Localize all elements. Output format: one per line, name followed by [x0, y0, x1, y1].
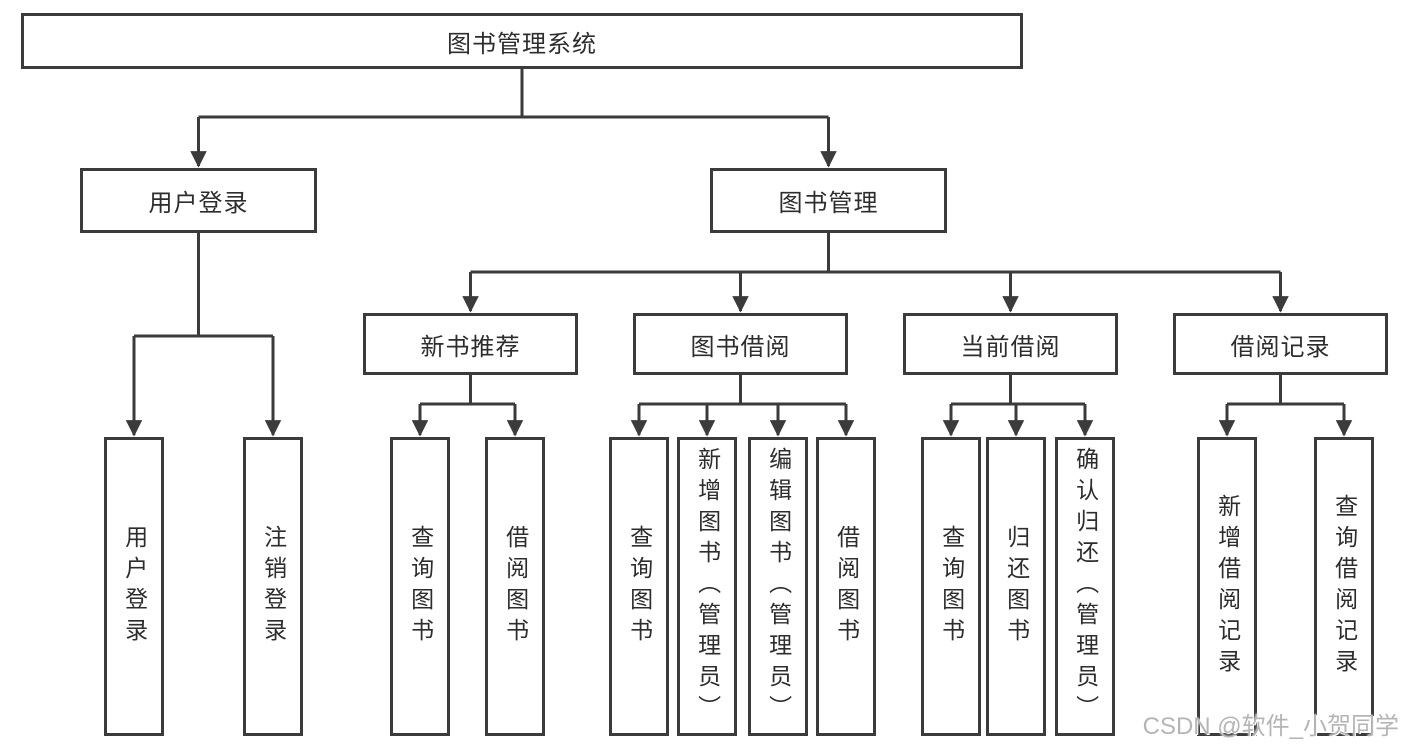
leaf-query-books-recommend: 查询图书: [390, 437, 450, 736]
leaf-label: 借阅图书: [502, 524, 529, 649]
leaf-query-books-current: 查询图书: [921, 437, 981, 736]
leaf-add-borrow-record: 新增借阅记录: [1197, 437, 1257, 736]
leaf-query-books-borrow: 查询图书: [609, 437, 669, 736]
node-label: 图书管理: [778, 190, 879, 217]
node-label: 当前借阅: [960, 333, 1061, 361]
connector-trunks: [134, 69, 1344, 406]
leaf-label: 查询借阅记录: [1331, 493, 1358, 680]
leaf-label: 查询图书: [626, 524, 653, 649]
leaf-user-login: 用户登录: [104, 437, 164, 736]
leaf-borrow-books-borrow: 借阅图书: [816, 437, 876, 736]
node-library-management-system: 图书管理系统: [21, 13, 1023, 69]
csdn-watermark: CSDN @软件_小贺同学: [1142, 713, 1399, 740]
leaf-edit-books-admin: 编辑图书（管理员）: [748, 437, 808, 736]
leaf-label: 借阅图书: [833, 524, 860, 649]
node-label: 借阅记录: [1230, 333, 1331, 361]
leaf-borrow-books-recommend: 借阅图书: [485, 437, 545, 736]
node-label: 图书借阅: [690, 333, 791, 361]
leaf-query-borrow-record: 查询借阅记录: [1314, 437, 1374, 736]
node-current-borrowing: 当前借阅: [903, 313, 1118, 375]
node-borrowing-records: 借阅记录: [1173, 313, 1388, 375]
leaf-label: 新增图书（管理员）: [694, 447, 721, 726]
leaf-add-books-admin: 新增图书（管理员）: [677, 437, 737, 736]
node-user-login-branch: 用户登录: [80, 168, 317, 233]
node-new-book-recommend: 新书推荐: [363, 313, 578, 375]
leaf-label: 用户登录: [121, 524, 148, 649]
leaf-return-books: 归还图书: [986, 437, 1046, 736]
leaf-label: 归还图书: [1003, 524, 1030, 649]
leaf-label: 查询图书: [407, 524, 434, 649]
node-book-management-branch: 图书管理: [710, 168, 947, 233]
leaf-confirm-return-admin: 确认归还（管理员）: [1055, 437, 1115, 736]
node-book-borrowing: 图书借阅: [633, 313, 848, 375]
node-label: 用户登录: [148, 190, 249, 217]
leaf-label: 查询图书: [938, 524, 965, 649]
leaf-logout: 注销登录: [243, 437, 303, 736]
node-label: 图书管理系统: [447, 30, 597, 58]
leaf-label: 确认归还（管理员）: [1072, 447, 1099, 726]
node-label: 新书推荐: [420, 333, 521, 361]
leaf-label: 新增借阅记录: [1214, 493, 1241, 680]
leaf-label: 注销登录: [260, 524, 287, 649]
leaf-label: 编辑图书（管理员）: [765, 447, 792, 726]
